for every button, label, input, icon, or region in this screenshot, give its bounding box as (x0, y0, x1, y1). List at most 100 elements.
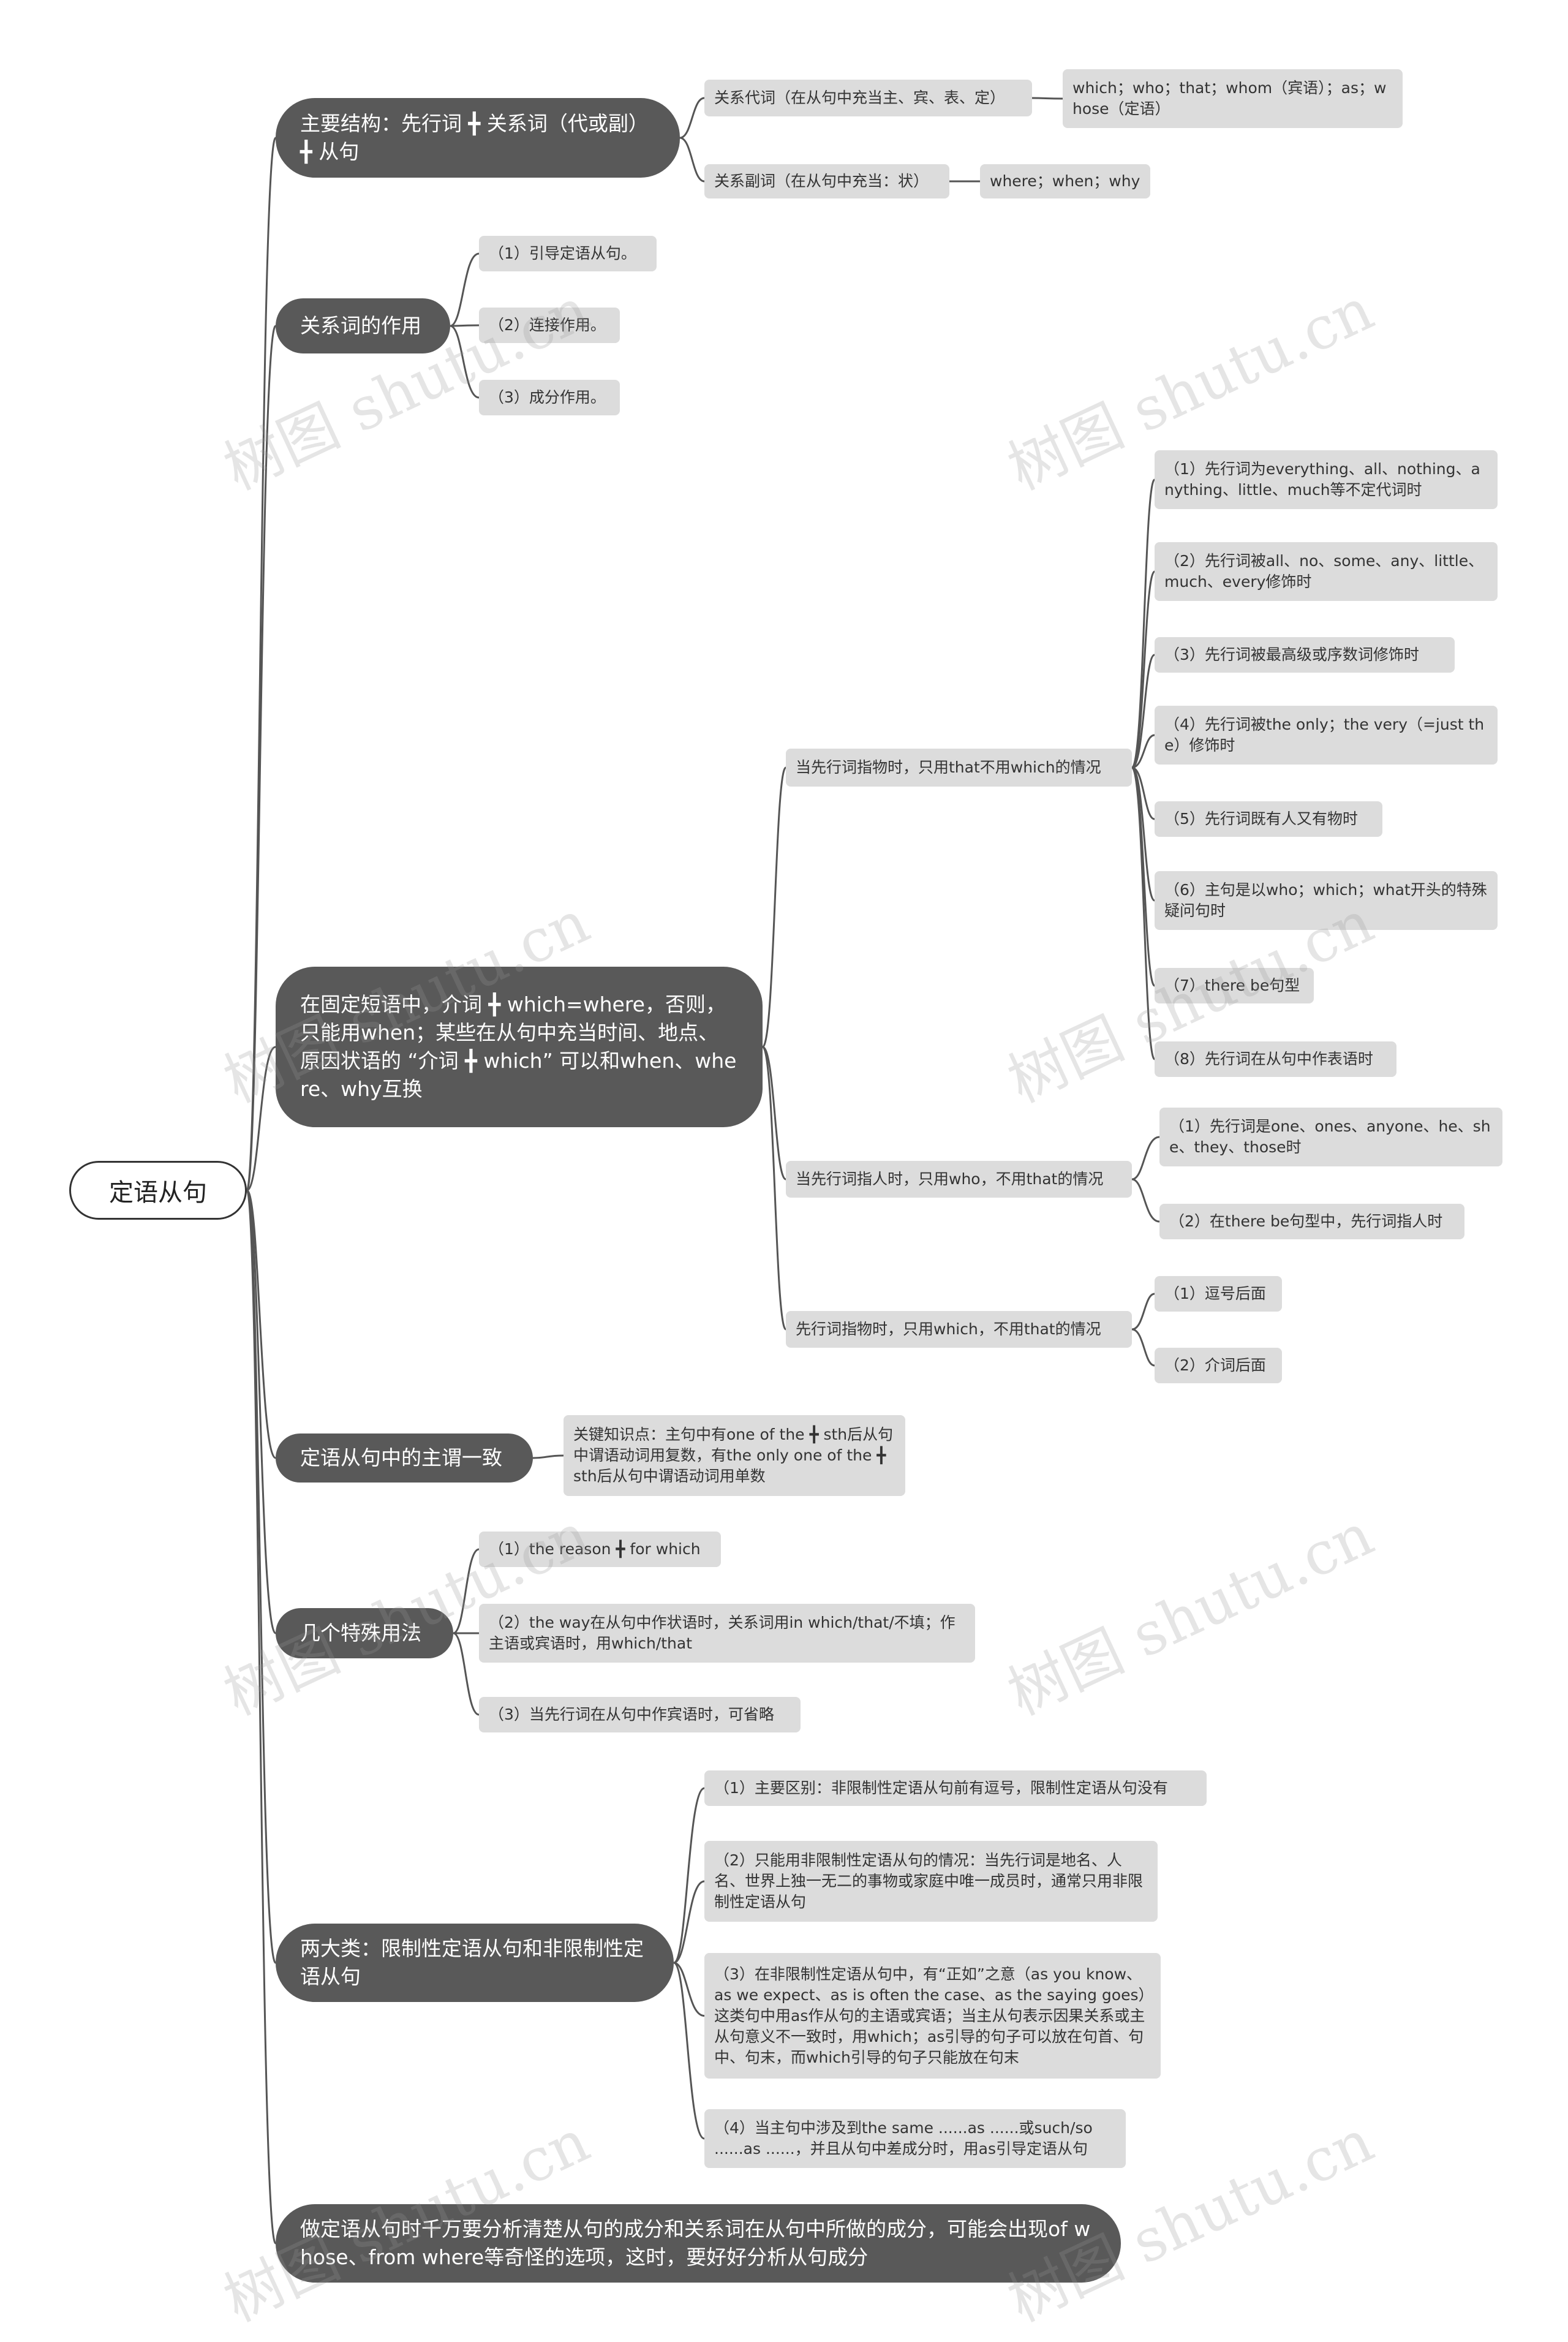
branch-1-item-1-sub-1[interactable]: which；who；that；whom（宾语）；as；whose（定语） (1063, 69, 1403, 128)
link-branch-5-item-1 (453, 1548, 480, 1634)
branch-4-item-1[interactable]: 关键知识点：主句中有one of the ╋ sth后从句中谓语动词用复数，有t… (564, 1415, 905, 1496)
branch-6-item-2[interactable]: （2）只能用非限制性定语从句的情况：当先行词是地名、人名、世界上独一无二的事物或… (704, 1841, 1158, 1922)
branch-3-item-1-sub-7-label: （7）there be句型 (1164, 976, 1300, 994)
branch-1-label: 主要结构：先行词 ╋ 关系词（代或副） ╋ 从句 (300, 111, 649, 164)
branch-3-item-1-sub-2[interactable]: （2）先行词被all、no、some、any、little、much、every… (1155, 542, 1498, 601)
branch-5[interactable]: 几个特殊用法 (276, 1608, 453, 1658)
branch-2-item-1[interactable]: （1）引导定语从句。 (479, 236, 657, 271)
link-branch-3-item-1-sub-8 (1131, 766, 1156, 1060)
branch-3-item-1-sub-8-label: （8）先行词在从句中作表语时 (1164, 1050, 1373, 1068)
link-branch-3-item-1 (761, 766, 787, 1048)
branch-3-item-1-sub-3-label: （3）先行词被最高级或序数词修饰时 (1164, 646, 1419, 663)
link-root-branch-3 (246, 1046, 276, 1192)
branch-3-item-2-sub-1-label: （1）先行词是one、ones、anyone、he、she、they、those… (1169, 1117, 1491, 1156)
link-branch-6-item-3 (673, 1962, 705, 2017)
branch-1-item-2-sub-1-label: where；when；why (990, 172, 1140, 190)
branch-5-item-2-label: （2）the way在从句中作状语时，关系词用in which/that/不填；… (489, 1614, 956, 1652)
root-topic-label: 定语从句 (109, 1179, 207, 1207)
branch-2-item-1-label: （1）引导定语从句。 (489, 244, 636, 262)
branch-6-item-1[interactable]: （1）主要区别：非限制性定语从句前有逗号，限制性定语从句没有 (704, 1770, 1207, 1806)
branch-7-label: 做定语从句时千万要分析清楚从句的成分和关系词在从句中所做的成分，可能会出现of … (300, 2217, 1091, 2269)
branch-3-item-1-label: 当先行词指物时，只用that不用which的情况 (796, 758, 1101, 776)
branch-3[interactable]: 在固定短语中，介词 ╋ which=where，否则，只能用when；某些在从句… (276, 967, 763, 1127)
link-branch-1-item-2 (679, 137, 705, 183)
branch-5-item-1[interactable]: （1）the reason ╋ for which (479, 1532, 721, 1567)
branch-1-item-2[interactable]: 关系副词（在从句中充当：状） (704, 164, 949, 198)
link-root-branch-5 (246, 1189, 277, 1634)
branch-2-item-2[interactable]: （2）连接作用。 (479, 308, 620, 343)
link-root-branch-2 (246, 325, 277, 1192)
branch-3-item-2[interactable]: 当先行词指人时，只用who，不用that的情况 (786, 1161, 1132, 1198)
link-branch-3-item-1-sub-5 (1131, 766, 1155, 820)
branch-3-item-1-sub-1-label: （1）先行词为everything、all、nothing、anything、l… (1164, 460, 1480, 499)
branch-1-item-2-sub-1[interactable]: where；when；why (980, 164, 1150, 198)
branch-2-item-3[interactable]: （3）成分作用。 (479, 380, 620, 415)
branch-6-item-3[interactable]: （3）在非限制性定语从句中，有“正如”之意（as you know、as we … (704, 1953, 1161, 2079)
branch-3-item-3-sub-2-label: （2）介词后面 (1164, 1356, 1266, 1374)
branch-3-item-3[interactable]: 先行词指物时，只用which，不用that的情况 (786, 1311, 1132, 1348)
branch-3-item-1[interactable]: 当先行词指物时，只用that不用which的情况 (786, 749, 1132, 787)
link-branch-6-item-4 (673, 1962, 705, 2140)
branch-1-item-1[interactable]: 关系代词（在从句中充当主、宾、表、定） (704, 80, 1032, 116)
branch-3-label: 在固定短语中，介词 ╋ which=where，否则，只能用when；某些在从句… (300, 992, 737, 1101)
branch-4[interactable]: 定语从句中的主谓一致 (276, 1434, 533, 1483)
branch-7[interactable]: 做定语从句时千万要分析清楚从句的成分和关系词在从句中所做的成分，可能会出现of … (276, 2204, 1121, 2283)
link-branch-3-item-1-sub-4 (1131, 734, 1155, 769)
branch-3-item-1-sub-3[interactable]: （3）先行词被最高级或序数词修饰时 (1155, 637, 1455, 673)
branch-6-item-3-label: （3）在非限制性定语从句中，有“正如”之意（as you know、as we … (714, 1965, 1146, 2066)
link-root-branch-7 (246, 1189, 277, 2245)
branch-3-item-1-sub-6-label: （6）主句是以who；which；what开头的特殊疑问句时 (1164, 881, 1487, 920)
branch-6-item-4[interactable]: （4）当主句中涉及到the same ......as ......或such/… (704, 2109, 1126, 2168)
branch-3-item-1-sub-7[interactable]: （7）there be句型 (1155, 968, 1314, 1003)
branch-3-item-2-label: 当先行词指人时，只用who，不用that的情况 (796, 1170, 1104, 1188)
branch-1-item-2-label: 关系副词（在从句中充当：状） (714, 172, 929, 190)
link-branch-3-item-2 (762, 1046, 787, 1180)
link-branch-3-item-3-sub-1 (1131, 1293, 1155, 1331)
link-branch-4-item-1 (532, 1454, 564, 1459)
branch-3-item-1-sub-4[interactable]: （4）先行词被the only；the very（=just the）修饰时 (1155, 706, 1498, 765)
branch-5-item-1-label: （1）the reason ╋ for which (489, 1540, 701, 1558)
branch-2[interactable]: 关系词的作用 (276, 298, 450, 353)
link-branch-3-item-2-sub-1 (1131, 1136, 1160, 1180)
branch-3-item-3-sub-1-label: （1）逗号后面 (1164, 1285, 1266, 1302)
branch-6[interactable]: 两大类：限制性定语从句和非限制性定语从句 (276, 1924, 674, 2002)
root-topic[interactable]: 定语从句 (69, 1161, 247, 1220)
link-branch-6-item-2 (673, 1880, 705, 1964)
branch-3-item-2-sub-2[interactable]: （2）在there be句型中，先行词指人时 (1159, 1204, 1464, 1239)
branch-3-item-2-sub-1[interactable]: （1）先行词是one、ones、anyone、he、she、they、those… (1159, 1108, 1502, 1166)
branch-3-item-2-sub-2-label: （2）在there be句型中，先行词指人时 (1169, 1212, 1443, 1230)
link-branch-1-item-1-sub-1 (1031, 97, 1063, 100)
branch-5-item-2[interactable]: （2）the way在从句中作状语时，关系词用in which/that/不填；… (479, 1604, 975, 1663)
branch-3-item-1-sub-8[interactable]: （8）先行词在从句中作表语时 (1155, 1041, 1396, 1077)
link-branch-3-item-1-sub-2 (1131, 570, 1156, 769)
branch-5-item-3-label: （3）当先行词在从句中作宾语时，可省略 (489, 1706, 774, 1723)
branch-5-item-3[interactable]: （3）当先行词在从句中作宾语时，可省略 (479, 1697, 801, 1732)
branch-3-item-1-sub-1[interactable]: （1）先行词为everything、all、nothing、anything、l… (1155, 450, 1498, 509)
link-branch-2-item-1 (450, 252, 480, 327)
branch-3-item-3-sub-2[interactable]: （2）介词后面 (1155, 1348, 1282, 1383)
branch-3-item-1-sub-6[interactable]: （6）主句是以who；which；what开头的特殊疑问句时 (1155, 871, 1498, 930)
branch-3-item-3-sub-1[interactable]: （1）逗号后面 (1155, 1276, 1282, 1312)
branch-2-item-2-label: （2）连接作用。 (489, 316, 606, 334)
branch-5-label: 几个特殊用法 (300, 1621, 421, 1645)
link-branch-3-item-2-sub-2 (1131, 1178, 1160, 1223)
branch-2-item-3-label: （3）成分作用。 (489, 388, 606, 406)
branch-4-item-1-label: 关键知识点：主句中有one of the ╋ sth后从句中谓语动词用复数，有t… (573, 1426, 894, 1485)
branch-1-item-1-sub-1-label: which；who；that；whom（宾语）；as；whose（定语） (1072, 79, 1387, 118)
branch-6-label: 两大类：限制性定语从句和非限制性定语从句 (300, 1936, 644, 1989)
branch-1[interactable]: 主要结构：先行词 ╋ 关系词（代或副） ╋ 从句 (276, 98, 680, 178)
link-branch-3-item-3 (761, 1046, 787, 1331)
link-branch-6-item-1 (673, 1787, 705, 1964)
branch-3-item-1-sub-5[interactable]: （5）先行词既有人又有物时 (1155, 801, 1382, 837)
branch-6-item-4-label: （4）当主句中涉及到the same ......as ......或such/… (714, 2119, 1093, 2158)
link-branch-1-item-1 (679, 97, 705, 139)
link-branch-2-item-2 (450, 324, 480, 327)
branch-4-label: 定语从句中的主谓一致 (300, 1446, 502, 1470)
branch-1-item-1-label: 关系代词（在从句中充当主、宾、表、定） (714, 89, 1006, 107)
branch-3-item-1-sub-5-label: （5）先行词既有人又有物时 (1164, 810, 1358, 828)
branch-3-item-3-label: 先行词指物时，只用which，不用that的情况 (796, 1320, 1101, 1338)
link-root-branch-4 (246, 1189, 277, 1459)
branch-3-item-1-sub-4-label: （4）先行词被the only；the very（=just the）修饰时 (1164, 716, 1485, 754)
